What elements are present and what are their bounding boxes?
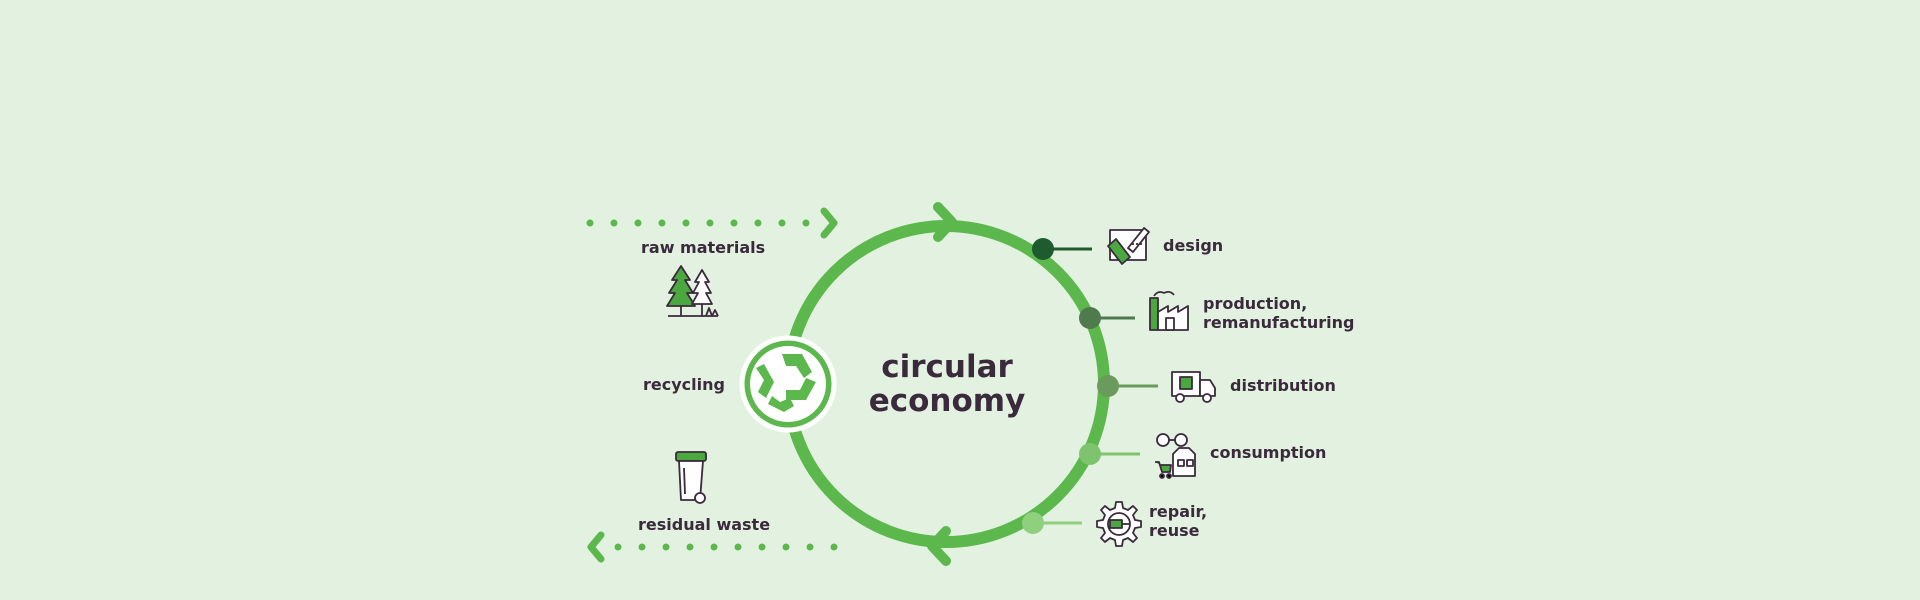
residual-waste-label: residual waste [638, 515, 771, 534]
stage-label-line: design [1163, 236, 1224, 255]
stage-label-line: remanufacturing [1203, 313, 1355, 332]
stage-connector-design [1032, 238, 1092, 260]
shopping-icon [1155, 433, 1196, 479]
ring-arrow-top-icon [933, 202, 957, 242]
stage-connector-distribution [1097, 375, 1158, 397]
stage-label-design: design [1163, 236, 1223, 255]
trees-icon [666, 265, 719, 317]
outflow-dotted-arrow [587, 531, 838, 563]
stage-label-consumption: consumption [1210, 443, 1326, 462]
stage-label-distribution: distribution [1230, 376, 1336, 395]
inflow-dotted-arrow [586, 207, 838, 239]
factory-icon [1149, 290, 1189, 331]
recycle-icon [739, 335, 837, 433]
stage-connector-repair [1022, 512, 1082, 534]
drafting-icon [1107, 227, 1150, 265]
stage-label-repair: repair, reuse [1149, 502, 1207, 540]
raw-materials-label: raw materials [641, 238, 766, 257]
trash-bin-icon [675, 451, 707, 504]
stage-connector-consumption [1079, 443, 1140, 465]
title-line-2: economy [868, 383, 1026, 419]
stage-label-line: production, [1203, 294, 1308, 313]
title-line-1: circular [881, 349, 1013, 385]
stage-label-line: consumption [1210, 443, 1327, 462]
stage-label-production: production, remanufacturing [1203, 294, 1355, 332]
recycling-label: recycling [643, 375, 725, 394]
stage-label-line: distribution [1230, 376, 1336, 395]
stage-connector-production [1079, 307, 1135, 329]
stage-label-line: reuse [1149, 521, 1200, 540]
ring-arrow-bottom-icon [927, 526, 951, 566]
delivery-truck-icon [1171, 371, 1216, 403]
diagram-title: circular economy [827, 350, 1067, 418]
gear-repair-icon [1096, 501, 1142, 547]
stage-label-line: repair, [1149, 502, 1208, 521]
